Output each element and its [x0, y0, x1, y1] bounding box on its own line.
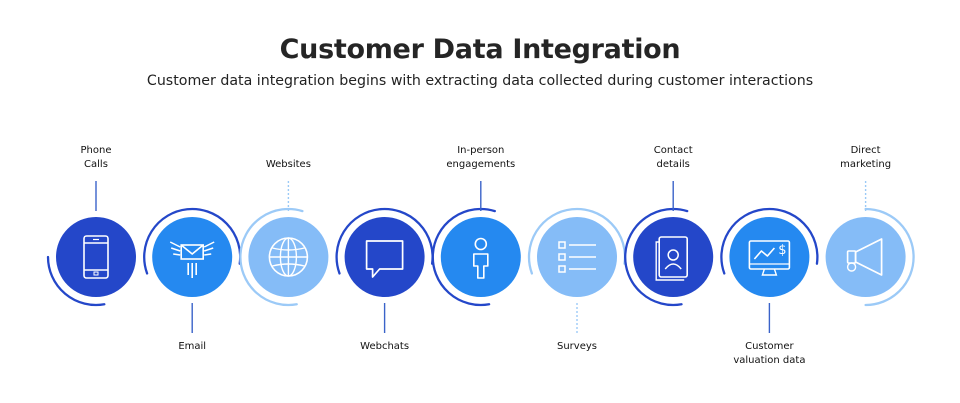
node-label-line: Calls — [84, 159, 108, 170]
node-label-line: Direct — [850, 145, 881, 156]
node-label-line: Surveys — [557, 341, 597, 352]
globe-icon — [268, 237, 309, 277]
node-label-email: Email — [132, 340, 252, 354]
node-ring-surveys — [527, 207, 627, 275]
node-ring-webchats — [335, 207, 434, 275]
node-label-line: Contact — [653, 145, 693, 156]
node-ring-in-person — [431, 207, 496, 307]
node-icons: $ — [83, 235, 883, 281]
node-circle-webchats — [344, 217, 425, 297]
page-title: Customer Data Integration — [279, 34, 681, 65]
node-circle-direct — [825, 217, 906, 297]
checklist-icon — [558, 241, 596, 273]
node-label-webchats: Webchats — [325, 340, 445, 354]
node-ring-phone — [46, 255, 106, 307]
monitor-chart-icon: $ — [748, 240, 791, 276]
node-ring-websites — [239, 207, 304, 307]
person-icon — [472, 237, 489, 279]
node-circle-contact — [633, 217, 714, 297]
svg-text:$: $ — [778, 243, 786, 258]
page-subtitle: Customer data integration begins with ex… — [146, 73, 814, 89]
node-label-line: In-person — [457, 145, 505, 156]
node-ring-valuation — [720, 207, 819, 275]
node-label-line: valuation data — [733, 355, 806, 366]
node-label-valuation: Customer valuation data — [709, 340, 829, 368]
node-label-line: engagements — [446, 159, 516, 170]
node-ring-direct — [864, 207, 915, 307]
node-label-line: marketing — [840, 159, 892, 170]
megaphone-icon — [846, 238, 883, 276]
node-circle-email — [152, 217, 233, 297]
node-label-direct: Direct marketing — [806, 144, 926, 172]
envelope-wings-icon — [169, 241, 215, 278]
node-ring-email — [143, 207, 242, 275]
node-label-line: Webchats — [360, 341, 410, 352]
node-ring-contact — [624, 207, 689, 307]
node-label-line: Email — [178, 341, 207, 352]
connector-rings — [46, 207, 915, 307]
node-circle-valuation — [729, 217, 810, 297]
label-connectors — [95, 181, 867, 333]
node-label-line: details — [656, 159, 690, 170]
node-label-websites: Websites — [228, 158, 348, 172]
node-label-line: Phone — [80, 145, 112, 156]
node-label-contact: Contact details — [613, 144, 733, 172]
contact-card-icon — [655, 236, 689, 281]
node-circle-phone — [56, 217, 136, 297]
chat-bubble-icon — [365, 240, 404, 278]
phone-icon — [83, 235, 109, 279]
node-circle-in-person — [440, 217, 521, 297]
node-label-surveys: Surveys — [517, 340, 637, 354]
node-label-line: Websites — [265, 159, 311, 170]
node-label-line: Customer — [745, 341, 794, 352]
node-label-in-person: In-person engagements — [421, 144, 541, 172]
